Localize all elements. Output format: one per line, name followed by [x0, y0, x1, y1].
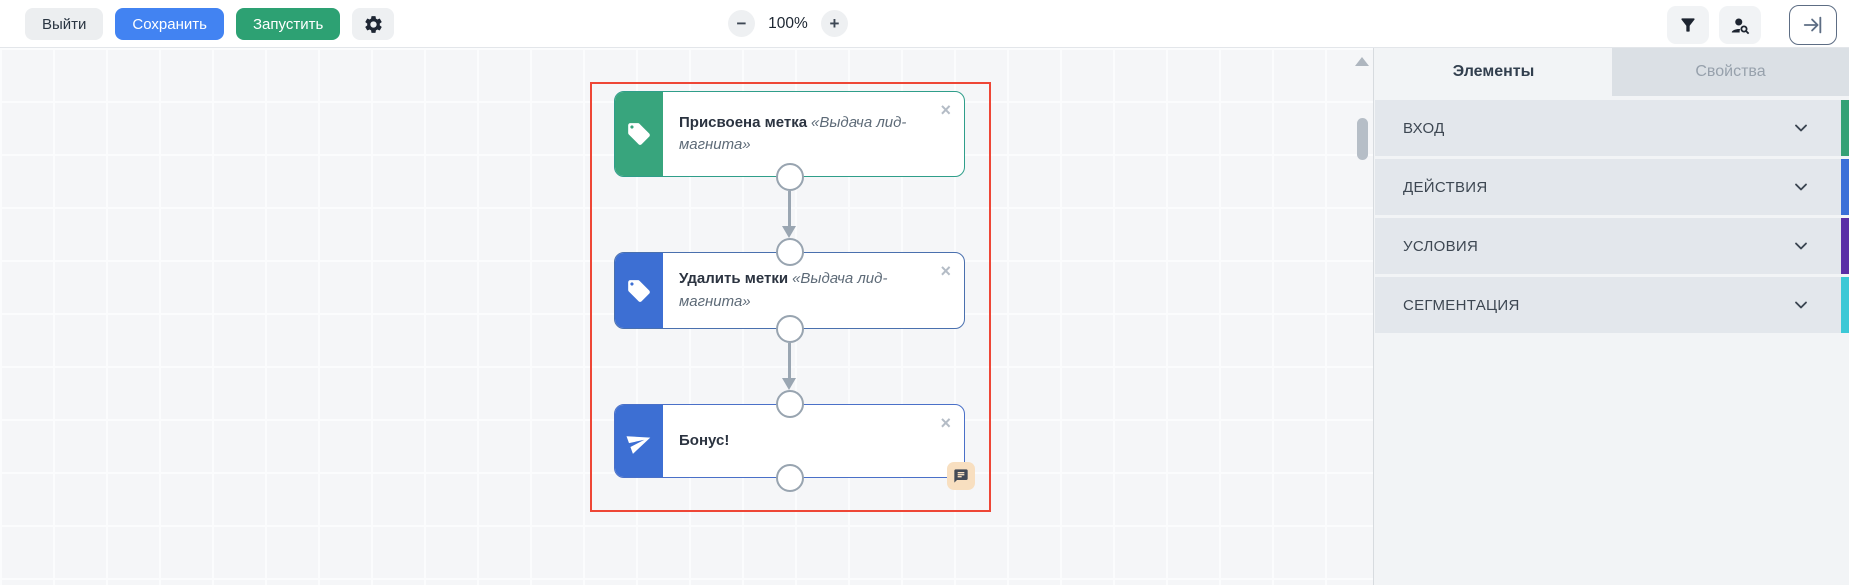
selection-rectangle [590, 82, 991, 512]
chevron-down-icon [1791, 177, 1811, 202]
section-label: ДЕЙСТВИЯ [1403, 178, 1488, 196]
chevron-down-icon [1791, 118, 1811, 143]
node-icon-block [615, 253, 663, 328]
node-title: Присвоена метка [679, 113, 808, 131]
elements-panel: Элементы Свойства ВХОД ДЕЙСТВИЯ УСЛОВИЯ [1375, 48, 1849, 585]
section-conditions[interactable]: УСЛОВИЯ [1375, 218, 1849, 274]
section-color-strip [1841, 218, 1849, 274]
comment-icon [953, 468, 969, 484]
section-actions[interactable]: ДЕЙСТВИЯ [1375, 159, 1849, 215]
scrollbar-up-arrow[interactable] [1355, 57, 1369, 66]
panel-tabs: Элементы Свойства [1375, 48, 1849, 96]
user-search-icon [1730, 15, 1751, 36]
node-icon-block [615, 405, 663, 477]
section-input[interactable]: ВХОД [1375, 100, 1849, 156]
section-color-strip [1841, 100, 1849, 156]
section-segmentation[interactable]: СЕГМЕНТАЦИЯ [1375, 277, 1849, 333]
connector-port-out-2[interactable] [776, 315, 804, 343]
top-toolbar: Выйти Сохранить Запустить − 100% + [0, 0, 1849, 48]
comment-badge[interactable] [947, 462, 975, 490]
section-color-strip [1841, 277, 1849, 333]
connector-port-out-3[interactable] [776, 464, 804, 492]
connector-port-in-2[interactable] [776, 238, 804, 266]
zoom-controls: − 100% + [728, 10, 848, 37]
node-subtitle: «Выдача лид-магнита» [679, 270, 888, 310]
flow-arrow-2-3 [782, 343, 796, 390]
exit-button[interactable]: Выйти [25, 8, 104, 40]
chevron-down-icon [1791, 295, 1811, 320]
connector-port-out-1[interactable] [776, 163, 804, 191]
section-label: СЕГМЕНТАЦИЯ [1403, 296, 1520, 314]
settings-button[interactable] [352, 8, 395, 40]
send-icon [623, 425, 655, 457]
filter-button[interactable] [1667, 6, 1709, 44]
node-text: Присвоена метка«Выдача лид-магнита» [663, 92, 964, 176]
section-label: ВХОД [1403, 119, 1445, 137]
node-text: Бонус! [663, 405, 964, 477]
canvas-scrollbar-thumb[interactable] [1357, 118, 1368, 160]
node-title: Удалить метки [679, 270, 789, 287]
node-icon-block [615, 92, 663, 176]
chevron-down-icon [1791, 236, 1811, 261]
panel-sections: ВХОД ДЕЙСТВИЯ УСЛОВИЯ СЕГМЕНТАЦИЯ [1375, 100, 1849, 333]
node-title: Бонус! [679, 431, 730, 449]
zoom-level: 100% [768, 14, 808, 32]
section-label: УСЛОВИЯ [1403, 237, 1479, 255]
save-button[interactable]: Сохранить [115, 8, 224, 40]
zoom-out-button[interactable]: − [728, 10, 755, 37]
arrow-to-right-icon [1802, 14, 1824, 36]
node-subtitle: «Выдача лид-магнита» [679, 113, 907, 154]
toolbar-right-group [1667, 5, 1837, 45]
flow-arrow-1-2 [782, 191, 796, 238]
close-icon[interactable]: × [940, 413, 951, 433]
zoom-in-button[interactable]: + [821, 10, 848, 37]
run-button[interactable]: Запустить [235, 8, 341, 40]
tab-properties[interactable]: Свойства [1612, 48, 1849, 96]
filter-icon [1678, 15, 1698, 35]
gear-icon [363, 14, 384, 35]
tag-icon [626, 278, 652, 304]
connector-port-in-3[interactable] [776, 390, 804, 418]
flow-canvas[interactable]: Присвоена метка«Выдача лид-магнита» × Уд… [0, 48, 1374, 585]
node-text: Удалить метки«Выдача лид-магнита» [663, 253, 964, 328]
tag-icon [626, 121, 652, 147]
tab-elements[interactable]: Элементы [1375, 48, 1612, 96]
collapse-panel-button[interactable] [1789, 5, 1837, 45]
section-color-strip [1841, 159, 1849, 215]
close-icon[interactable]: × [940, 100, 951, 120]
user-search-button[interactable] [1719, 6, 1761, 44]
toolbar-left-group: Выйти Сохранить Запустить [25, 8, 395, 40]
close-icon[interactable]: × [940, 261, 951, 281]
